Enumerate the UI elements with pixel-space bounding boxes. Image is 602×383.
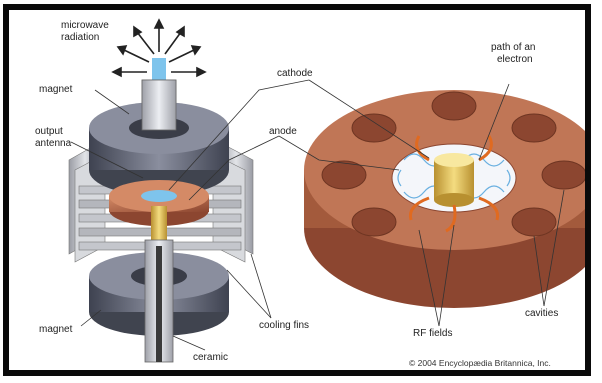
diagram-frame: microwave radiation magnet output antenn…: [3, 4, 591, 376]
magnetron-illustration: microwave radiation magnet output antenn…: [9, 10, 585, 370]
label-anode: anode: [269, 126, 297, 137]
label-output-antenna-1: output: [35, 126, 63, 137]
top-magnet: [89, 80, 229, 196]
label-cooling-fins: cooling fins: [259, 320, 309, 331]
label-microwave-radiation-1: microwave: [61, 20, 109, 31]
cathode-filament: [151, 206, 167, 240]
cathode-cylinder: [434, 153, 474, 207]
label-ceramic: ceramic: [193, 352, 228, 363]
label-path-of-electron-2: electron: [497, 54, 533, 65]
magnetron-cutaway: [69, 20, 253, 362]
label-cavities: cavities: [525, 308, 558, 319]
label-microwave-radiation-2: radiation: [61, 32, 99, 43]
anode-block-cutaway: [304, 90, 585, 308]
label-magnet-bottom: magnet: [39, 324, 73, 335]
copyright-credit: © 2004 Encyclopædia Britannica, Inc.: [409, 358, 551, 368]
label-path-of-electron-1: path of an: [491, 42, 535, 53]
label-cathode: cathode: [277, 68, 313, 79]
label-magnet-top: magnet: [39, 84, 73, 95]
label-output-antenna-2: antenna: [35, 138, 72, 149]
label-rf-fields: RF fields: [413, 328, 452, 339]
